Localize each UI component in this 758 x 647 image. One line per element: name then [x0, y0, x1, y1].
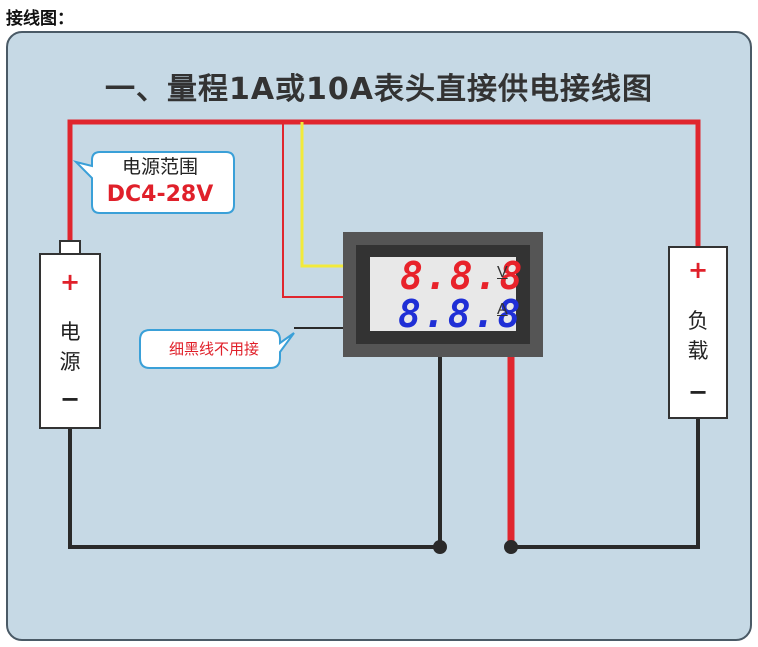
load-plus: +	[687, 256, 709, 284]
thin-red-wire	[282, 122, 345, 298]
current-reading: 8.8.8	[398, 292, 523, 336]
red-positive-wire	[67, 119, 701, 250]
load-label-1: 负	[687, 309, 709, 333]
power-source-label-2: 源	[59, 350, 81, 374]
load-minus: −	[687, 378, 709, 406]
range-callout-bubble	[72, 151, 235, 214]
note-callout-bubble	[139, 329, 295, 369]
black-load-wire	[511, 418, 700, 549]
power-source-cap	[59, 240, 81, 255]
power-source-plus: +	[59, 268, 81, 296]
power-source-minus: −	[59, 385, 81, 413]
current-unit: A	[497, 301, 508, 318]
junction-dot-right	[504, 540, 518, 554]
power-source-label-1: 电	[59, 320, 81, 344]
voltage-unit: V	[497, 264, 508, 281]
range-callout-title: 电源范围	[121, 156, 198, 178]
load-body	[668, 246, 728, 419]
page-heading: 接线图：	[6, 9, 74, 29]
load-label-2: 载	[687, 339, 709, 363]
voltage-reading: 8.8.8	[400, 254, 525, 298]
range-callout-value: DC4-28V	[106, 182, 214, 207]
power-source-body	[39, 253, 101, 429]
black-negative-wire	[68, 357, 442, 549]
diagram-title: 一、量程1A或10A表头直接供电接线图	[104, 72, 654, 107]
note-callout-text: 细黑线不用接	[168, 340, 259, 358]
yellow-wire	[300, 122, 345, 268]
junction-dot-left	[433, 540, 447, 554]
meter-display	[370, 257, 516, 331]
